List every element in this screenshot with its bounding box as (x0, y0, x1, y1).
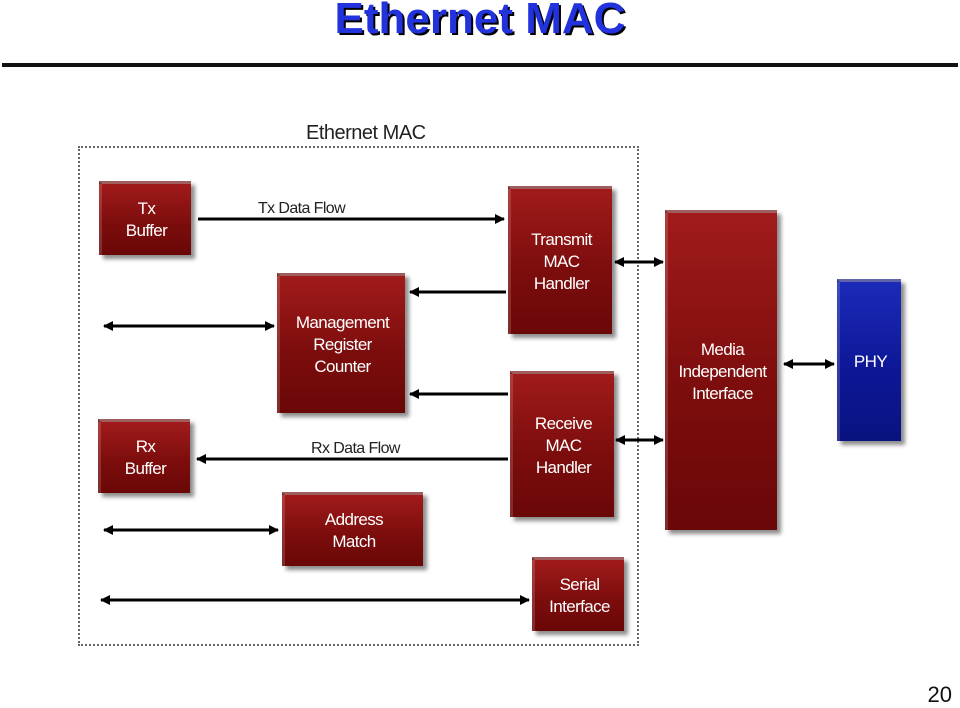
media-independent-interface-block: Media Independent Interface (665, 210, 777, 530)
title-divider (2, 63, 958, 67)
tx-data-flow-label: Tx Data Flow (258, 200, 346, 217)
receive-mac-handler-label: Receive MAC Handler (534, 413, 593, 477)
ethernet-mac-frame (78, 146, 639, 646)
tx-buffer-label: Tx Buffer (125, 198, 168, 240)
address-match-label: Address Match (324, 509, 384, 551)
ethernet-mac-frame-label: Ethernet MAC (306, 122, 426, 144)
phy-block: PHY (837, 279, 901, 441)
receive-mac-handler-block: Receive MAC Handler (510, 371, 614, 517)
rx-buffer-label: Rx Buffer (124, 436, 167, 478)
media-independent-interface-label: Media Independent Interface (678, 339, 768, 403)
tx-buffer-block: Tx Buffer (99, 181, 191, 255)
rx-data-flow-label: Rx Data Flow (311, 440, 400, 457)
address-match-block: Address Match (282, 492, 423, 566)
transmit-mac-handler-block: Transmit MAC Handler (508, 186, 612, 334)
phy-label: PHY (853, 351, 888, 371)
management-register-counter-block: Management Register Counter (277, 273, 405, 413)
transmit-mac-handler-label: Transmit MAC Handler (531, 229, 592, 293)
management-register-counter-label: Management Register Counter (295, 312, 390, 376)
serial-interface-label: Serial Interface (549, 574, 610, 616)
page-number: 20 (927, 682, 952, 707)
rx-buffer-block: Rx Buffer (98, 419, 190, 493)
serial-interface-block: Serial Interface (532, 557, 624, 631)
slide-title: Ethernet MAC (334, 0, 626, 43)
